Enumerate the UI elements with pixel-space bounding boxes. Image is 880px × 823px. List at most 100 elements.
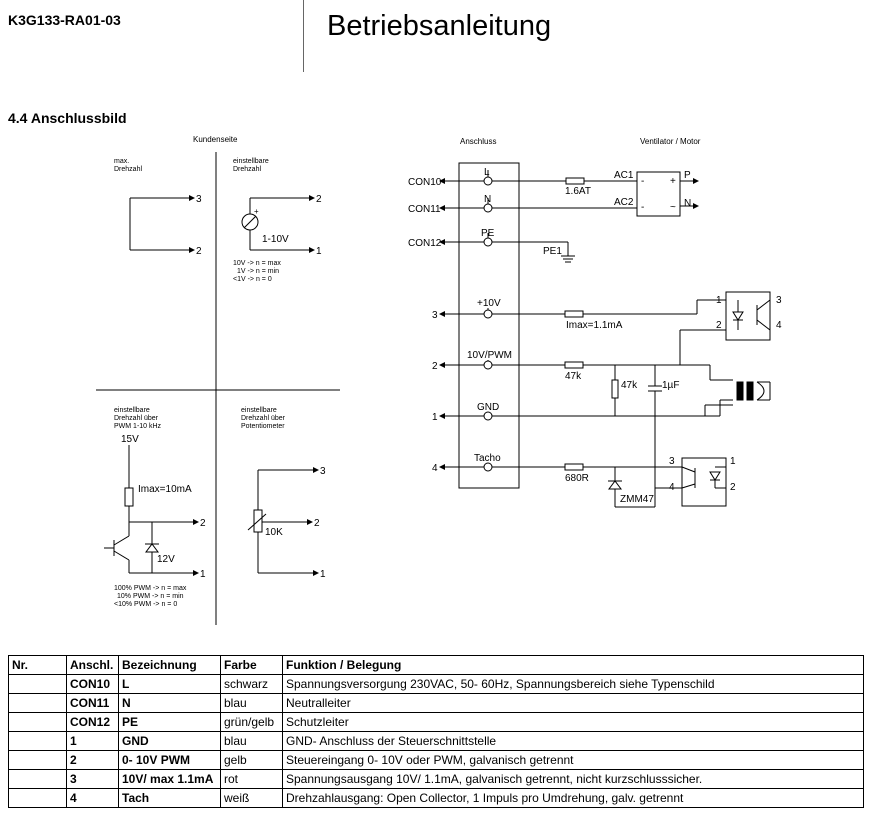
- diagram-label: 3: [196, 194, 202, 205]
- diagram-label: 3: [320, 466, 326, 477]
- cell-bezeichnung: N: [118, 693, 221, 713]
- connection-diagram: Kundenseite max. Drehzahl 3 2 einstellba…: [96, 135, 782, 625]
- diagram-label: 1: [200, 569, 206, 580]
- mains-wiring: [439, 170, 637, 263]
- cell-nr: [8, 693, 67, 713]
- diagram-label: 680R: [565, 473, 589, 484]
- header-divider: [303, 0, 304, 72]
- diagram-label: 1: [320, 569, 326, 580]
- header-bezeichnung: Bezeichnung: [118, 655, 221, 675]
- diagram-label: Drehzahl über: [241, 415, 286, 422]
- fuse-symbol: [565, 177, 585, 185]
- cell-anschl: 1: [66, 731, 119, 751]
- diagram-label: 10V/PWM: [467, 350, 512, 361]
- section-title: 4.4 Anschlussbild: [8, 110, 127, 126]
- diagram-label: ~: [670, 202, 676, 213]
- diagram-label: einstellbare: [233, 158, 269, 165]
- diagram-label: 1: [316, 246, 322, 257]
- cell-anschl: 2: [66, 750, 119, 770]
- diagram-label: CON11: [408, 204, 441, 215]
- cell-funktion: Steuereingang 0- 10V oder PWM, galvanisc…: [282, 750, 864, 770]
- diagram-label: Tacho: [474, 453, 501, 464]
- header-anschl: Anschl.: [66, 655, 119, 675]
- diagram-label: 15V: [121, 434, 139, 445]
- cell-funktion: Schutzleiter: [282, 712, 864, 732]
- cell-bezeichnung: GND: [118, 731, 221, 751]
- cell-bezeichnung: PE: [118, 712, 221, 732]
- diagram-label: -: [641, 202, 644, 213]
- diagram-label: 2: [196, 246, 202, 257]
- table-row: 4 Tach weiß Drehzahlausgang: Open Collec…: [8, 788, 864, 808]
- diagram-label: CON10: [408, 177, 442, 188]
- zener-diode-12v: [145, 543, 159, 553]
- table-row: 2 0- 10V PWM gelb Steuereingang 0- 10V o…: [8, 750, 864, 770]
- diagram-label: 10% PWM -> n = min: [117, 593, 184, 600]
- diagram-label: Drehzahl: [114, 166, 142, 173]
- q1-wiring: [129, 195, 195, 253]
- header-nr: Nr.: [8, 655, 67, 675]
- diagram-label: 3: [776, 295, 782, 306]
- diagram-label: 1V -> n = min: [237, 268, 279, 275]
- cell-bezeichnung: L: [118, 674, 221, 694]
- q2-wiring: [241, 195, 315, 253]
- document-code: K3G133-RA01-03: [8, 12, 121, 28]
- cell-farbe: schwarz: [220, 674, 283, 694]
- kundenseite-heading: Kundenseite: [193, 135, 238, 144]
- q3-wiring: [104, 445, 199, 576]
- diagram-label: 2: [200, 518, 206, 529]
- motor-box: [636, 171, 681, 217]
- optocoupler-top: [725, 291, 771, 341]
- cell-bezeichnung: Tach: [118, 788, 221, 808]
- signal-wiring: [439, 299, 771, 508]
- diagram-label: L: [484, 167, 490, 178]
- diagram-label: Imax=1.1mA: [566, 320, 623, 331]
- cell-farbe: grün/gelb: [220, 712, 283, 732]
- diagram-label: 2: [716, 320, 722, 331]
- connection-table: Nr. Anschl. Bezeichnung Farbe Funktion /…: [8, 655, 864, 808]
- cell-bezeichnung: 10V/ max 1.1mA: [118, 769, 221, 789]
- diagram-label: AC2: [614, 197, 634, 208]
- zener-zmm47: [608, 480, 622, 490]
- table-row: 1 GND blau GND- Anschluss der Steuerschn…: [8, 731, 864, 751]
- diagram-label: AC1: [614, 170, 634, 181]
- cell-anschl: 3: [66, 769, 119, 789]
- diagram-label: 1µF: [662, 380, 679, 391]
- connector-block: [458, 162, 520, 489]
- diagram-label: N: [484, 194, 491, 205]
- header-funktion: Funktion / Belegung: [282, 655, 864, 675]
- diagram-label: 3: [432, 310, 438, 321]
- diagram-label: PE: [481, 228, 495, 239]
- table-row: 3 10V/ max 1.1mA rot Spannungsausgang 10…: [8, 769, 864, 789]
- diagram-label: 10K: [265, 527, 283, 538]
- table-row: CON12 PE grün/gelb Schutzleiter: [8, 712, 864, 732]
- diagram-label: 2: [730, 482, 736, 493]
- diagram-label: 12V: [157, 554, 175, 565]
- diagram-label: 3: [669, 456, 675, 467]
- diagram-label: Drehzahl über: [114, 415, 159, 422]
- diagram-label: Potentiometer: [241, 423, 285, 430]
- motor-heading: Ventilator / Motor: [640, 137, 701, 146]
- diagram-label: 100% PWM -> n = max: [114, 585, 187, 592]
- diagram-label: einstellbare: [114, 407, 150, 414]
- cell-anschl: 4: [66, 788, 119, 808]
- cell-nr: [8, 712, 67, 732]
- diagram-label: 10V -> n = max: [233, 260, 281, 267]
- diagram-label: 1-10V: [262, 234, 289, 245]
- optocoupler-bottom: [681, 457, 727, 507]
- cell-funktion: Neutralleiter: [282, 693, 864, 713]
- cell-funktion: Spannungsversorgung 230VAC, 50- 60Hz, Sp…: [282, 674, 864, 694]
- cell-farbe: weiß: [220, 788, 283, 808]
- diagram-label: +: [670, 176, 676, 187]
- header-farbe: Farbe: [220, 655, 283, 675]
- diagram-label: Drehzahl: [233, 166, 261, 173]
- diagram-label: max.: [114, 158, 129, 165]
- cell-funktion: GND- Anschluss der Steuerschnittstelle: [282, 731, 864, 751]
- anschluss-heading: Anschluss: [460, 137, 496, 146]
- diagram-label: 47k: [621, 380, 638, 391]
- cell-nr: [8, 750, 67, 770]
- cell-farbe: blau: [220, 693, 283, 713]
- diagram-label: <1V -> n = 0: [233, 276, 272, 283]
- diagram-label: 1: [716, 295, 722, 306]
- cell-anschl: CON10: [66, 674, 119, 694]
- cell-farbe: rot: [220, 769, 283, 789]
